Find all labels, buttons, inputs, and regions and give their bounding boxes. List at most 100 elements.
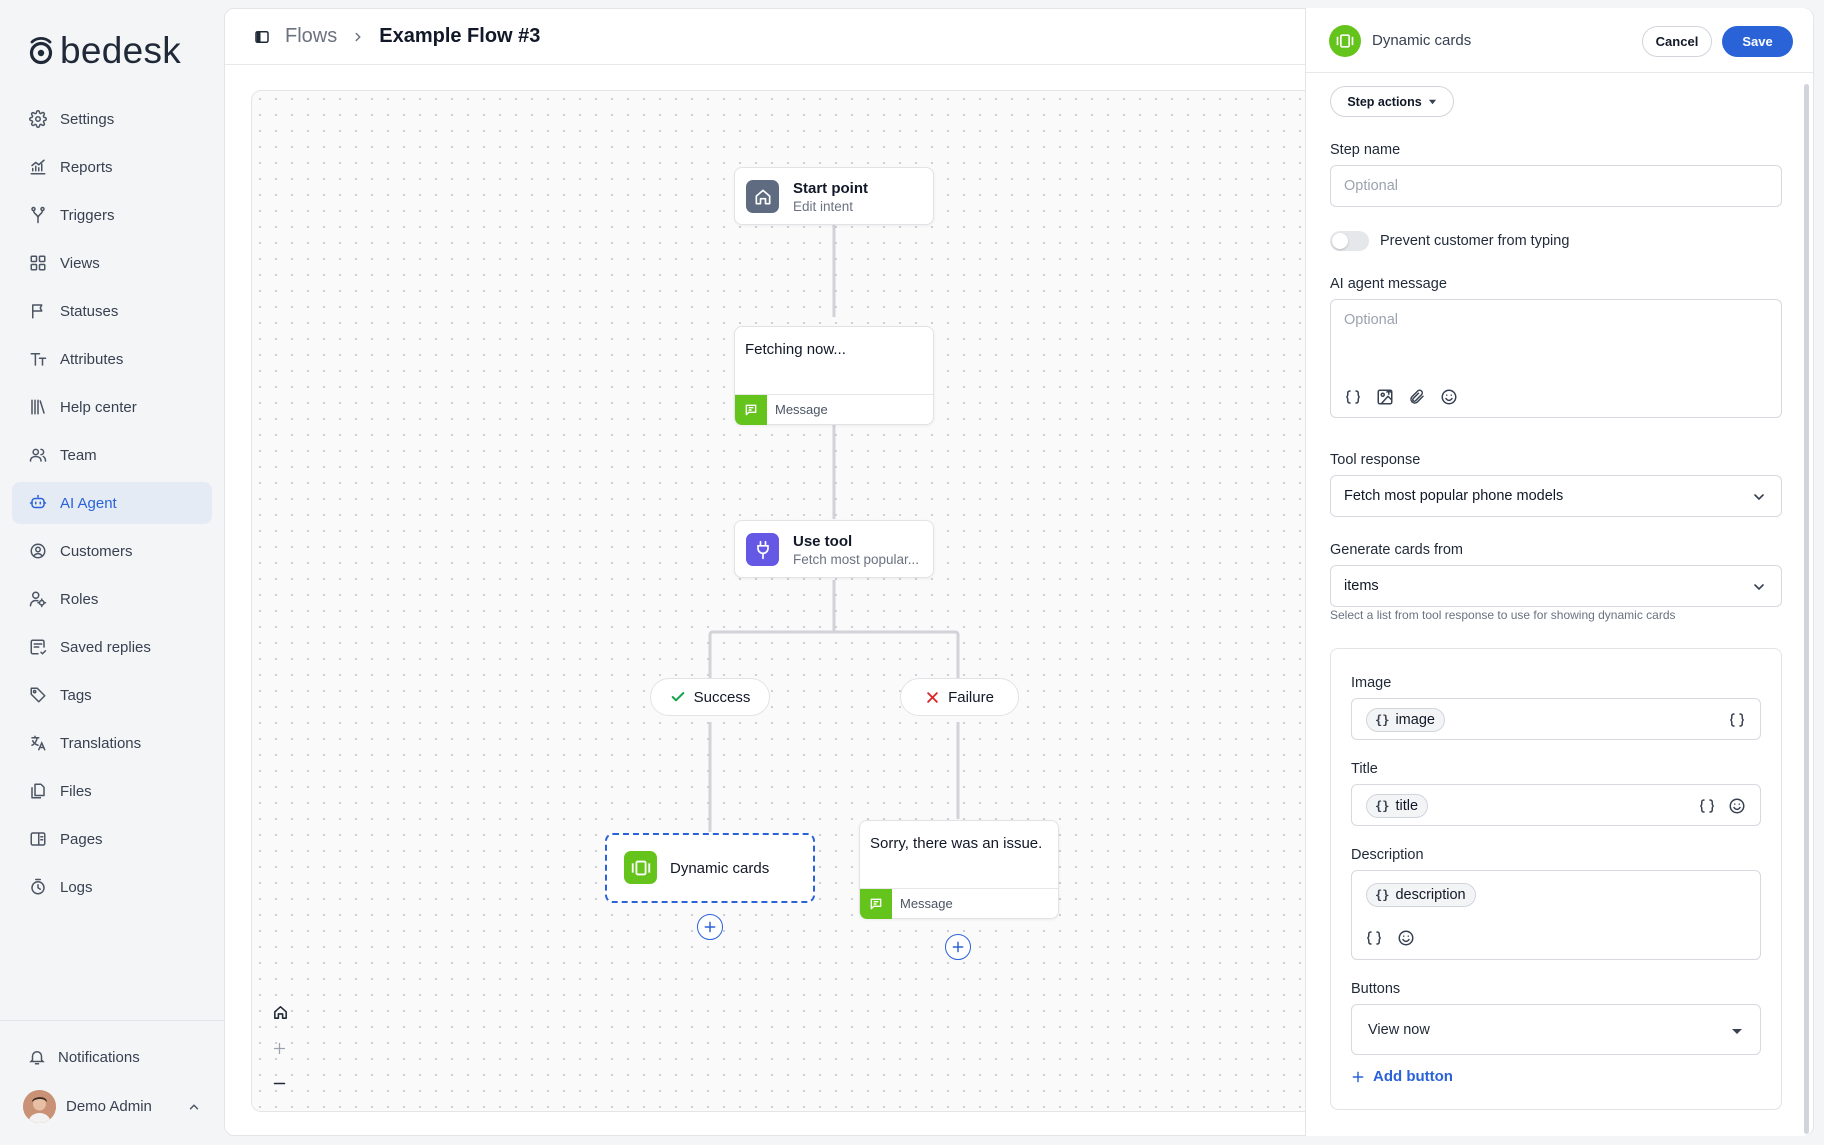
node-use-tool[interactable]: Use tool Fetch most popular... bbox=[734, 520, 934, 578]
variable-braces-icon: {} bbox=[1375, 713, 1390, 727]
variable-chip[interactable]: {} image bbox=[1366, 708, 1445, 732]
sidebar-item-help-center[interactable]: Help center bbox=[12, 386, 212, 428]
variable-chip-label: image bbox=[1395, 712, 1435, 728]
node-fetch-message[interactable]: Fetching now... Message bbox=[734, 326, 934, 425]
sidebar-item-saved-replies[interactable]: Saved replies bbox=[12, 626, 212, 668]
branch-label: Failure bbox=[948, 688, 994, 706]
cancel-button[interactable]: Cancel bbox=[1642, 26, 1712, 57]
sidebar-item-translations[interactable]: Translations bbox=[12, 722, 212, 764]
sidebar-item-team[interactable]: Team bbox=[12, 434, 212, 476]
prevent-typing-toggle[interactable] bbox=[1330, 231, 1369, 251]
message-type-label: Message bbox=[900, 896, 953, 911]
buttons-select[interactable]: View now bbox=[1351, 1004, 1761, 1055]
zoom-in-icon[interactable] bbox=[272, 1041, 287, 1056]
sidebar-item-logs[interactable]: Logs bbox=[12, 866, 212, 908]
message-text: Fetching now... bbox=[745, 341, 846, 358]
variable-braces-icon[interactable] bbox=[1728, 711, 1746, 729]
brand-logo[interactable]: bedesk bbox=[26, 32, 181, 69]
panel-icon-box bbox=[1329, 25, 1361, 57]
emoji-icon[interactable] bbox=[1728, 797, 1746, 815]
sidebar-item-label: Attributes bbox=[60, 350, 124, 368]
plug-icon bbox=[756, 540, 769, 559]
variable-chip[interactable]: {} description bbox=[1366, 883, 1476, 907]
add-step-button[interactable] bbox=[945, 934, 971, 960]
zoom-out-icon[interactable] bbox=[272, 1076, 287, 1091]
step-name-field[interactable]: Optional bbox=[1330, 165, 1782, 207]
bot-icon bbox=[29, 494, 47, 509]
saved-reply-icon bbox=[30, 639, 47, 655]
card-template-box: Image {} image Title {} title Descriptio… bbox=[1330, 648, 1782, 1110]
branch-failure[interactable]: Failure bbox=[900, 678, 1019, 716]
emoji-icon[interactable] bbox=[1440, 388, 1458, 406]
books-icon bbox=[31, 399, 45, 415]
variable-braces-icon[interactable] bbox=[1698, 797, 1716, 815]
sidebar-item-label: Reports bbox=[60, 158, 113, 176]
variable-chip[interactable]: {} title bbox=[1366, 794, 1429, 818]
sidebar-item-reports[interactable]: Reports bbox=[12, 146, 212, 188]
image-field[interactable]: {} image bbox=[1351, 698, 1761, 740]
caret-down-icon bbox=[1428, 99, 1436, 105]
step-editor-panel: Dynamic cards Cancel Save Step actions S… bbox=[1305, 8, 1813, 1136]
sidebar-item-ai-agent[interactable]: AI Agent bbox=[12, 482, 212, 524]
plus-icon bbox=[704, 921, 716, 933]
node-start-point[interactable]: Start point Edit intent bbox=[734, 167, 934, 225]
title-field[interactable]: {} title bbox=[1351, 784, 1761, 826]
fit-view-home-icon[interactable] bbox=[272, 1004, 289, 1021]
flow-edges bbox=[708, 223, 960, 832]
sidebar-item-customers[interactable]: Customers bbox=[12, 530, 212, 572]
user-name: Demo Admin bbox=[66, 1098, 152, 1115]
step-actions-dropdown[interactable]: Step actions bbox=[1330, 86, 1454, 117]
flow-canvas[interactable]: Start point Edit intent Fetching now... … bbox=[251, 90, 1351, 1112]
generate-cards-select[interactable]: items bbox=[1330, 565, 1782, 607]
add-button-link[interactable]: Add button bbox=[1351, 1068, 1453, 1085]
paperclip-icon[interactable] bbox=[1408, 388, 1426, 406]
message-icon-box bbox=[860, 888, 892, 919]
sidebar-item-label: Pages bbox=[60, 830, 103, 848]
sidebar-item-label: Tags bbox=[60, 686, 92, 704]
chevron-right-icon bbox=[355, 32, 362, 41]
sidebar-item-tags[interactable]: Tags bbox=[12, 674, 212, 716]
clock-icon bbox=[31, 878, 45, 895]
variable-braces-icon[interactable] bbox=[1365, 929, 1383, 947]
step-name-label: Step name bbox=[1330, 142, 1401, 158]
tool-node-icon-box bbox=[746, 533, 779, 566]
node-dynamic-cards[interactable]: Dynamic cards bbox=[605, 833, 815, 903]
sidebar-item-views[interactable]: Views bbox=[12, 242, 212, 284]
sidebar-item-triggers[interactable]: Triggers bbox=[12, 194, 212, 236]
user-menu[interactable]: Demo Admin bbox=[23, 1090, 201, 1123]
panel-scrollbar[interactable] bbox=[1804, 84, 1809, 1134]
chevron-down-icon bbox=[1754, 584, 1764, 591]
bell-icon bbox=[29, 1051, 45, 1065]
variable-chip-label: title bbox=[1395, 798, 1419, 814]
image-label: Image bbox=[1351, 675, 1392, 691]
ai-message-placeholder: Optional bbox=[1344, 312, 1399, 328]
breadcrumb-flows[interactable]: Flows bbox=[285, 25, 338, 47]
ai-message-label: AI agent message bbox=[1330, 276, 1447, 292]
sidebar-item-statuses[interactable]: Statuses bbox=[12, 290, 212, 332]
branch-success[interactable]: Success bbox=[650, 678, 770, 716]
ai-message-field[interactable]: Optional bbox=[1330, 299, 1782, 418]
node-error-message[interactable]: Sorry, there was an issue. Message bbox=[859, 820, 1059, 919]
notifications-link[interactable]: Notifications bbox=[28, 1048, 140, 1066]
emoji-icon[interactable] bbox=[1397, 929, 1415, 947]
image-upload-icon[interactable] bbox=[1376, 388, 1394, 406]
sidebar-toggle-icon[interactable] bbox=[253, 28, 271, 46]
sidebar-item-files[interactable]: Files bbox=[12, 770, 212, 812]
sidebar-item-pages[interactable]: Pages bbox=[12, 818, 212, 860]
sidebar-item-attributes[interactable]: Attributes bbox=[12, 338, 212, 380]
message-text: Sorry, there was an issue. bbox=[870, 835, 1043, 852]
sidebar-item-settings[interactable]: Settings bbox=[12, 98, 212, 140]
variable-braces-icon[interactable] bbox=[1344, 388, 1362, 406]
tool-response-select[interactable]: Fetch most popular phone models bbox=[1330, 475, 1782, 517]
step-actions-label: Step actions bbox=[1347, 94, 1422, 109]
add-step-button[interactable] bbox=[697, 914, 723, 940]
check-icon bbox=[671, 692, 684, 702]
carousel-icon bbox=[1336, 34, 1354, 48]
sidebar-item-roles[interactable]: Roles bbox=[12, 578, 212, 620]
files-icon bbox=[31, 783, 45, 799]
prevent-typing-label: Prevent customer from typing bbox=[1380, 233, 1570, 249]
description-field[interactable]: {} description bbox=[1351, 870, 1761, 960]
sidebar-item-label: Saved replies bbox=[60, 638, 151, 656]
save-button[interactable]: Save bbox=[1722, 26, 1793, 57]
buttons-value: View now bbox=[1368, 1021, 1430, 1038]
